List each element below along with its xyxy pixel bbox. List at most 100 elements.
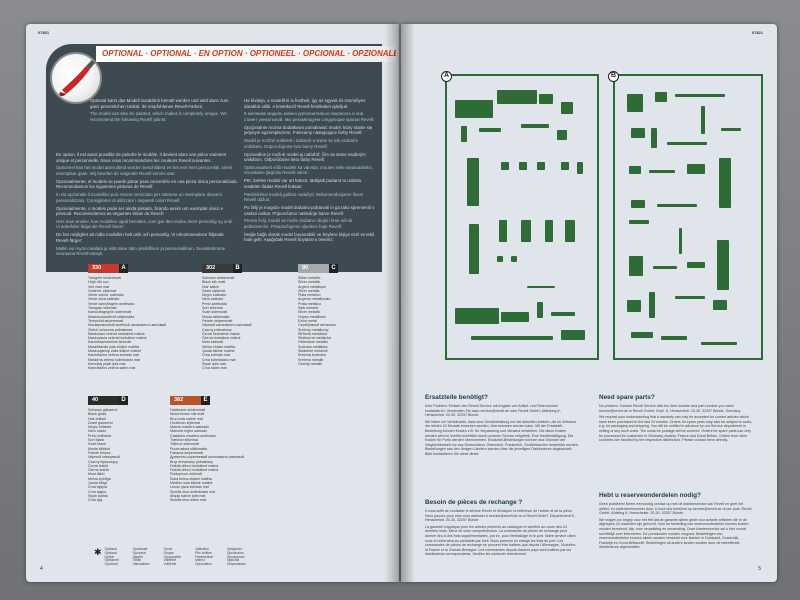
paint-name: Silver metallic	[298, 280, 321, 285]
sprue-part	[577, 162, 583, 174]
paint-name: Maskirna zelena svilenkasto mat	[88, 357, 140, 362]
paint-letter: E	[201, 396, 210, 405]
sprue-part	[497, 90, 537, 104]
paint-name: Zwart zijdemat	[202, 288, 226, 293]
paint-name: Hnedá drevo hodvábne matná	[170, 468, 219, 473]
paint-name: Fabarna selyemmatt	[170, 450, 203, 455]
spare-parts-paragraph: Wir bitten um Verständnis, dass eine Gew…	[425, 419, 579, 456]
paint-name: Tarngrün seidenmatt	[88, 276, 121, 280]
paint-name: Čierna lesklá	[88, 468, 109, 473]
paint-name: Maskēšanās zaļa zīdaini matēta	[88, 344, 140, 349]
spare-parts-paragraph: La garantie s'applique pour les articles…	[425, 524, 577, 557]
paint-name: Crna svilenkasto mat	[202, 357, 236, 362]
optional-text-paragraph: Pasirinktinai modelį galima nudažyti. Re…	[244, 191, 364, 203]
paint-name: Musta kiiltävä	[88, 446, 110, 451]
legend-entry: Опция	[163, 550, 174, 555]
paint-name: Schwarz seidenmatt	[202, 276, 235, 280]
sprue-part	[687, 164, 705, 174]
paint-name: Holzbraun seidenmatt	[170, 408, 205, 412]
optional-text-paragraph: Optional kann das Modell zusätzlich bema…	[90, 98, 229, 109]
optional-text-column-2: Ha kívánja, a modellt ki is festheti, íg…	[244, 98, 376, 245]
optional-text-column-1: Optional kann das Modell zusätzlich bema…	[90, 98, 238, 125]
sprue-label-b: B	[608, 71, 619, 82]
sprue-part	[653, 266, 677, 269]
optional-text-paragraph: Mallin voi myös maalata ja siitä tulee n…	[56, 245, 226, 257]
paint-name: Sidabrinė metalinė	[298, 349, 328, 354]
sprue-part	[497, 256, 503, 262]
paint-name: Black silk matt	[202, 280, 225, 285]
paint-name: Brąz drewniany półmatowy	[170, 459, 213, 464]
sprue-label-a: A	[441, 71, 452, 82]
paint-name: Sort silkemat	[202, 306, 223, 311]
paint-name: Schwarz glänzend	[88, 408, 118, 412]
sprue-part	[469, 224, 479, 274]
paint-name: Srebrny metaliczny	[298, 327, 329, 332]
legend-entry: Opsiyonel	[226, 547, 242, 551]
paintbrush-icon	[50, 52, 102, 104]
paint-name: Silver metallic	[298, 310, 321, 315]
legend-entry: Pasirinktinai	[195, 554, 213, 559]
paint-name: Kamuflaj yeşili ipek mat	[88, 361, 126, 366]
paint-name: Koka brūna zīdaini matēta	[170, 476, 212, 481]
optional-text-paragraph: Opcionalmente, el modelo se puede pintar…	[56, 178, 238, 190]
legend-entry: Valinnainen	[132, 562, 150, 567]
paint-name: Svart blank	[88, 442, 106, 447]
paint-code: 90	[302, 265, 309, 271]
sprue-part	[455, 308, 499, 324]
paint-name: Must läikiv	[88, 472, 105, 477]
optional-text-paragraph: Du har möjlighet att måla modellen helt …	[56, 232, 224, 243]
paint-name: Črna sijajna	[88, 485, 107, 490]
paint-name: Stříbrná metalická	[298, 331, 327, 336]
paint-name: Black gloss	[88, 412, 107, 417]
paint-name: Puidupruun siidmatt	[170, 472, 202, 477]
paint-name: Prata metálico	[298, 301, 321, 306]
sprue-part	[627, 300, 641, 312]
page-fold-shadow	[401, 24, 415, 582]
paint-name: Verde oliva satinato	[88, 297, 120, 302]
paint-name: Fekete fényes	[88, 450, 111, 455]
sprue-part	[657, 204, 697, 207]
paint-name: Noir satiné	[202, 284, 220, 289]
paint-name: Strieborná metalická	[298, 336, 331, 341]
sprue-part	[649, 170, 675, 173]
paint-name: Srebrna kovinska	[298, 353, 326, 358]
spare-parts-text-en: No problem. Contact Revell Service with …	[599, 404, 753, 445]
paint-code: 382	[174, 397, 184, 403]
sprue-part	[627, 94, 643, 112]
paint-name: Argent métallique	[298, 284, 326, 289]
optional-text-paragraph: In via opzionale il modellino può essere…	[56, 192, 223, 203]
legend-entry: Opció	[163, 547, 173, 551]
paint-name: Medžio ruda šilkinė matinė	[170, 481, 213, 486]
legend-entry: Opcional	[132, 550, 146, 555]
page-code: 07821	[38, 30, 50, 35]
paint-code: 302	[206, 265, 216, 271]
paint-name: Melna spīdīga	[88, 476, 111, 481]
paint-name: Smeđa drvo svilenkasto mat	[170, 489, 216, 494]
sprue-part	[537, 162, 545, 170]
paint-name: Nero lucido	[88, 429, 107, 434]
paint-name: Smeđa drvo saten mat	[170, 498, 207, 503]
spare-parts-text-nl: Geen probleem! Neem eenvoudig contact op…	[599, 502, 753, 552]
page-fold-shadow	[385, 24, 399, 582]
optional-panel	[46, 44, 382, 272]
page-number: 4	[40, 566, 43, 572]
paint-name: Negro brillante	[88, 425, 112, 430]
left-page: 07821 OPTIONAL · OPTIONAL · EN OPTION · …	[26, 24, 399, 582]
sprue-part	[719, 158, 731, 208]
legend-entry: Опционално	[226, 562, 247, 567]
spare-parts-heading-nl: Hebt u reserveonderdelen nodig?	[599, 492, 701, 499]
optional-text-paragraph: İsteğe bağlı olarak model boyanabilir ve…	[244, 231, 375, 243]
sprue-part	[649, 292, 655, 318]
sprue-part	[675, 94, 725, 97]
paint-name: Negro satinado	[202, 293, 227, 298]
paint-name: Brun bois satiné mat	[170, 416, 203, 421]
paint-name: Siyah ipek mat	[202, 361, 226, 366]
optional-text-paragraph: Hvis man ønsker, kan modellen også bemal…	[56, 218, 234, 230]
sprue-part	[687, 262, 705, 268]
sprue-part	[471, 336, 553, 340]
